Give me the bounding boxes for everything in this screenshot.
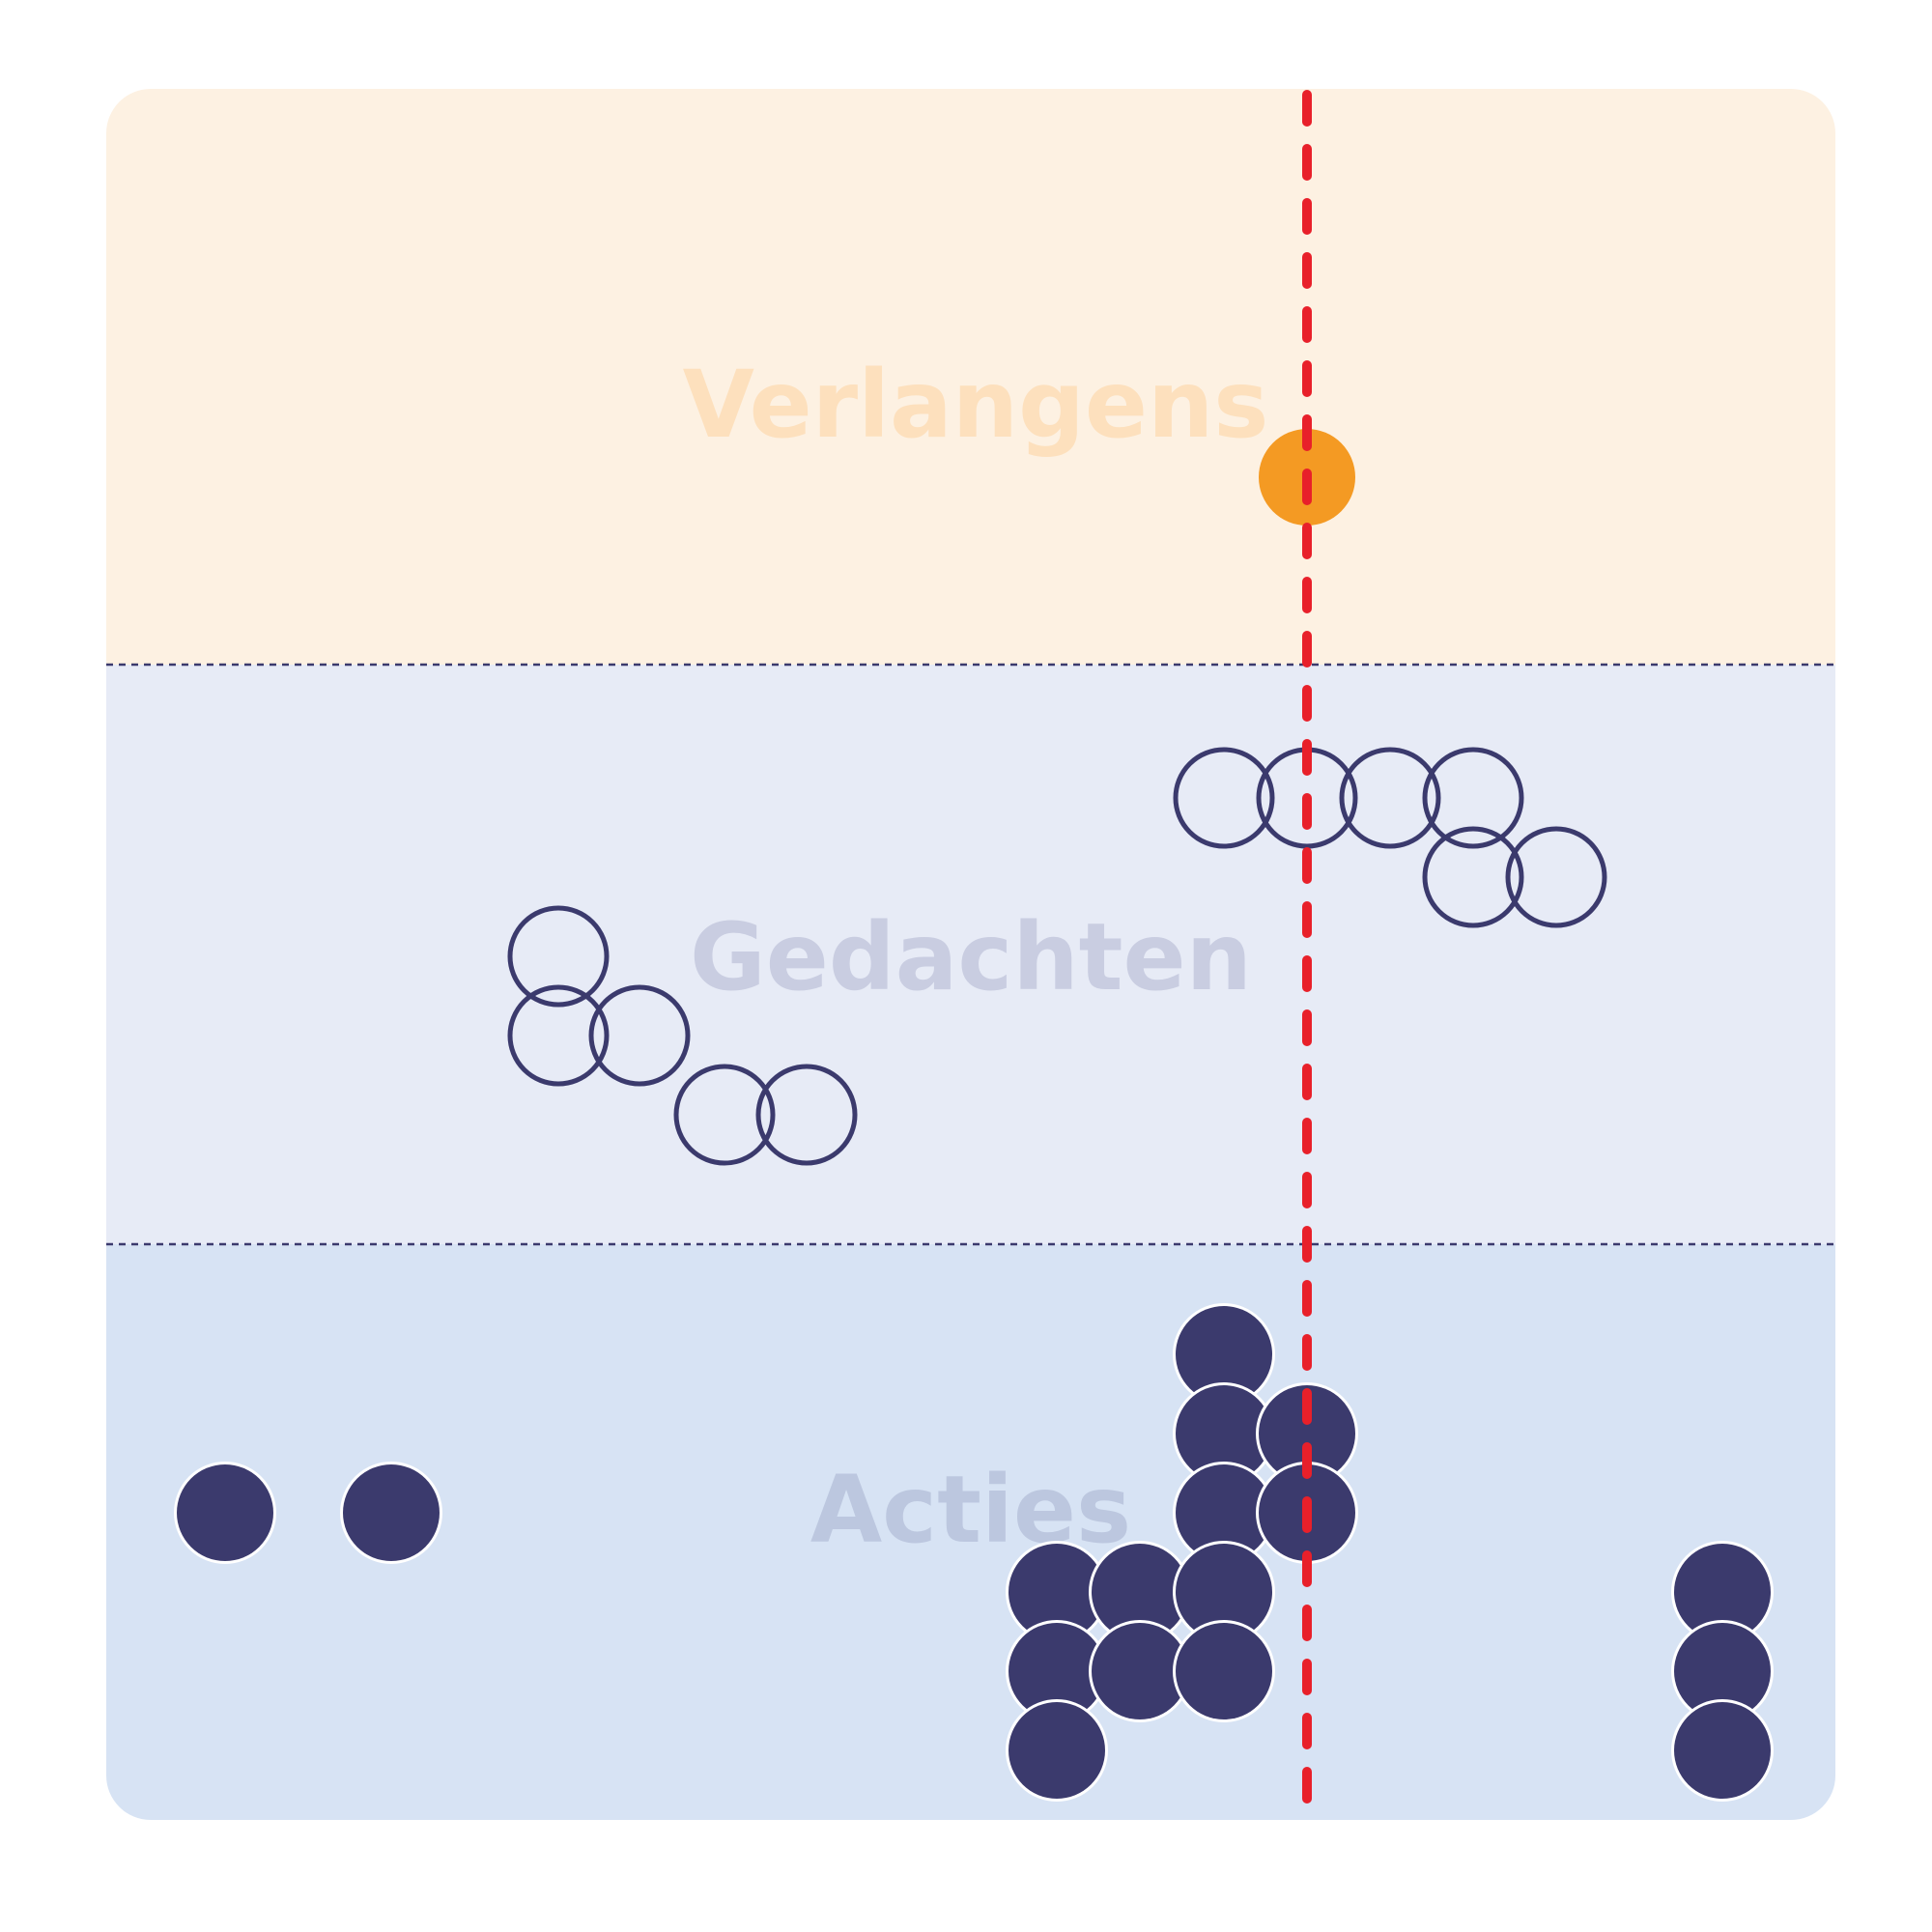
thought-circle-icon [673, 1064, 776, 1166]
action-circle-icon [1173, 1620, 1275, 1722]
thought-circle-icon [507, 905, 610, 1008]
thought-circle-icon [1422, 826, 1524, 928]
action-circle-icon [174, 1462, 276, 1564]
diagram-panel [106, 89, 1835, 1820]
thought-circle-icon [588, 984, 691, 1087]
action-circle-icon [340, 1462, 442, 1564]
thought-circle-icon [1339, 747, 1441, 849]
band-label-verlangens: Verlangens [683, 351, 1269, 459]
band-label-acties: Acties [810, 1456, 1131, 1564]
band-verlangens [106, 89, 1835, 665]
action-circle-icon [1671, 1699, 1774, 1802]
band-label-gedachten: Gedachten [690, 903, 1252, 1011]
thought-circle-icon [1173, 747, 1275, 849]
thought-circle-icon [507, 984, 610, 1087]
band-gedachten [106, 665, 1835, 1244]
action-circle-icon [1006, 1699, 1108, 1802]
thought-circle-icon [1422, 747, 1524, 849]
thought-circle-icon [1505, 826, 1607, 928]
thought-circle-icon [755, 1064, 858, 1166]
action-circles [174, 1303, 1774, 1802]
